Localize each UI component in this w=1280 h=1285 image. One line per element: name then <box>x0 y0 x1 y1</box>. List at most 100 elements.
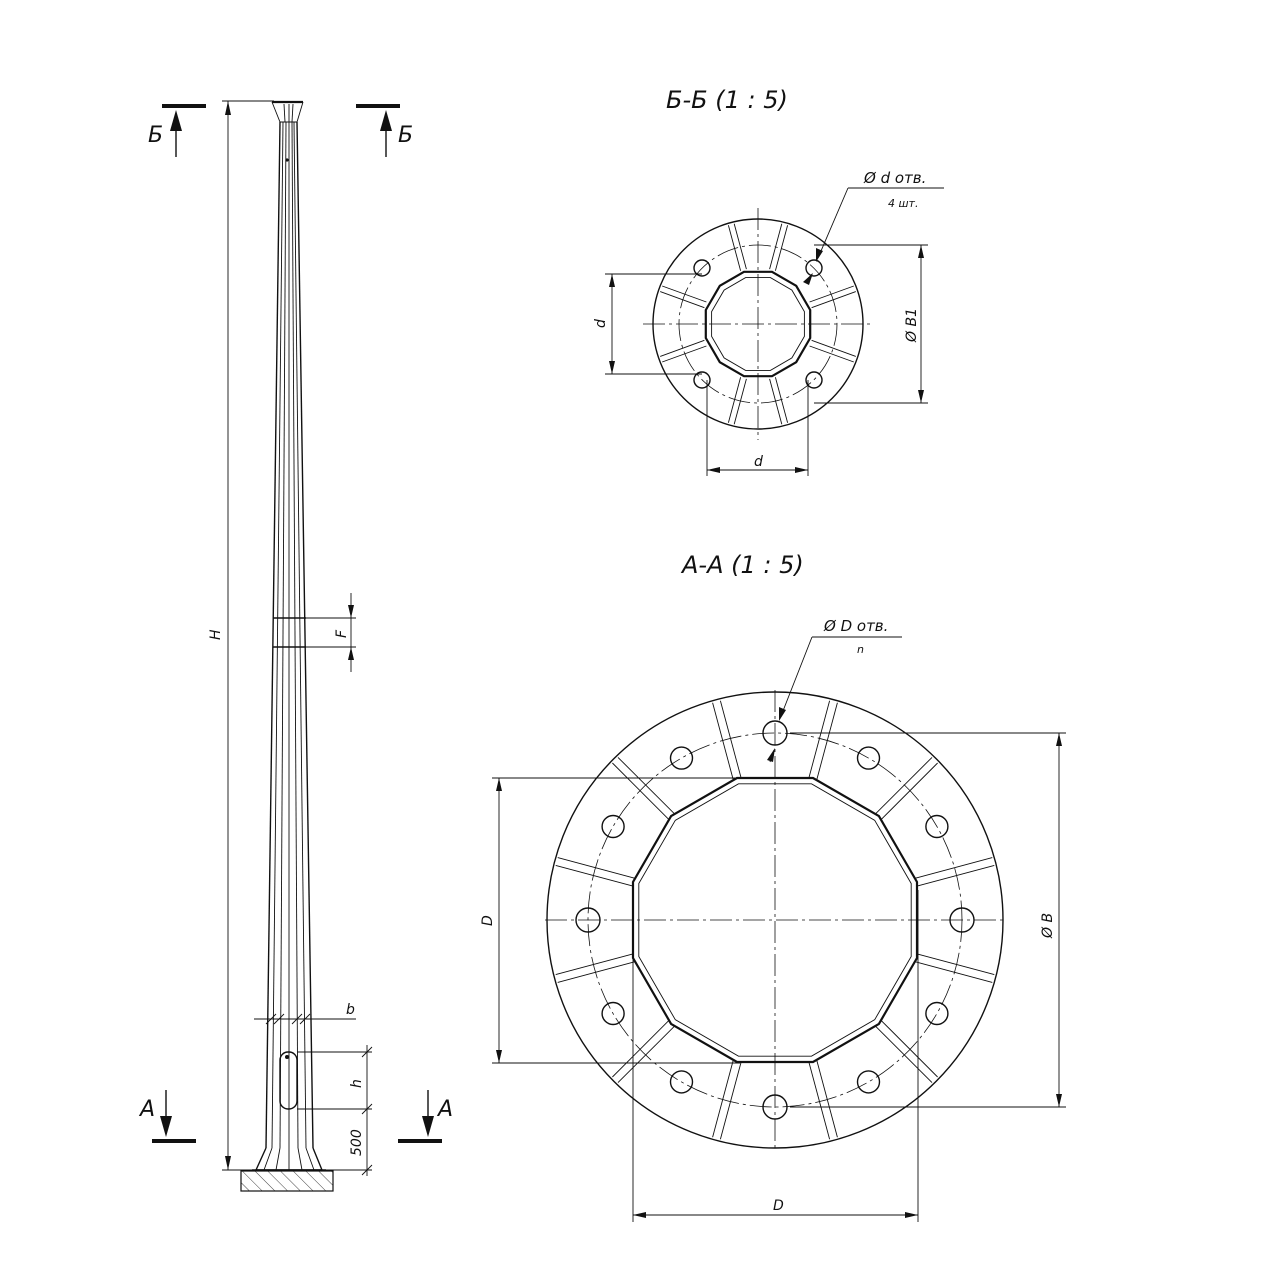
pole-dimensions: H F b h 500 <box>208 100 373 1176</box>
section-a-rib <box>612 1020 670 1078</box>
section-a-rib <box>816 702 838 781</box>
section-b-rib <box>809 285 854 303</box>
section-b-rib <box>733 378 747 425</box>
section-marker-b: Б Б <box>148 104 413 157</box>
section-b-rib <box>769 223 783 270</box>
section-a-tube-inner <box>638 783 912 1057</box>
section-b-rib <box>733 223 747 270</box>
dim-d-h-a-arrow-left <box>633 1212 646 1218</box>
section-b-rib <box>727 225 742 271</box>
section-a-rib <box>916 953 995 976</box>
section-a-rib <box>555 953 634 976</box>
section-b-ribs <box>660 223 856 425</box>
section-a-bolt-hole <box>669 746 694 770</box>
section-b-rib <box>811 291 856 309</box>
section-b-bolt-hole <box>693 371 711 389</box>
section-marker-a: А А <box>138 1090 453 1143</box>
pole-facet-line <box>271 121 284 1149</box>
section-b-rib <box>660 291 705 309</box>
section-a-rib <box>808 700 831 779</box>
section-b-bolt-hole <box>693 259 711 277</box>
section-a-rib <box>916 864 995 887</box>
pole-shaft-left <box>265 121 281 1149</box>
section-a-bolt-hole <box>669 1070 694 1094</box>
hatch-lock <box>285 1055 289 1059</box>
section-a-ribs <box>555 700 995 1140</box>
dim-b-a-label: Ø B <box>1040 913 1056 939</box>
section-a-rib <box>875 1025 933 1083</box>
section-a-title: А-А (1 : 5) <box>680 551 804 579</box>
dim-d-h-a-arrow-right <box>905 1212 918 1218</box>
dim-h-arrow-top <box>225 101 231 115</box>
cut-a-left-arrowhead <box>160 1116 172 1137</box>
section-a-rib <box>555 864 634 887</box>
pole-facet-line <box>293 121 307 1149</box>
leader-large-hole-label: Ø D отв. <box>823 617 888 635</box>
section-a-bolt-hole <box>601 814 625 839</box>
dim-b1-arrow-bottom <box>918 390 924 403</box>
dim-h-hatch-tick <box>361 1046 373 1058</box>
dim-d-v-arrow-bottom <box>609 361 615 374</box>
dim-b-a-arrow-top <box>1056 733 1062 746</box>
section-a-rib <box>617 757 675 815</box>
section-a-bolt-hole <box>856 746 881 770</box>
section-b-tube-outer <box>704 270 812 378</box>
pole-facet-line <box>291 121 299 1149</box>
section-b-bolt-hole <box>805 259 823 277</box>
section-b-bolt-hole <box>805 371 823 389</box>
dim-d-h-arrow-right <box>795 467 808 473</box>
cut-b-right-arrowhead <box>380 110 392 131</box>
section-b-rib <box>660 339 705 357</box>
dim-b-a-arrow-bottom <box>1056 1094 1062 1107</box>
section-a-rib <box>880 762 938 820</box>
section-a-bolt-hole <box>762 720 788 746</box>
pole-base-rib <box>305 1147 315 1171</box>
section-a-rib <box>719 1061 742 1140</box>
section-b-rib <box>809 345 854 363</box>
section-a-bolt-hole <box>925 1001 949 1026</box>
dim-b-tick <box>299 1013 311 1025</box>
dim-d-v-label: d <box>593 319 609 328</box>
section-b-rib <box>662 285 707 303</box>
dim-d-v-a-label: D <box>480 915 496 926</box>
leader-d-hole-arrow <box>816 248 823 262</box>
leader-d-hole-count: 4 шт. <box>888 197 918 210</box>
dim-h-label: H <box>208 629 224 640</box>
section-b-rib <box>727 377 742 423</box>
section-a-rib <box>808 1061 831 1140</box>
dim-f-arrow-bottom <box>348 647 354 660</box>
cut-b-right-label: Б <box>398 123 413 148</box>
section-a-tube <box>631 776 919 1064</box>
leader-d-hole-label: Ø d отв. <box>863 169 926 187</box>
section-a-bolt-hole <box>925 814 949 839</box>
pole-facet-line <box>279 121 287 1149</box>
pole-top-rivet <box>285 158 289 162</box>
dim-d-v-arrow-top <box>609 274 615 287</box>
foundation-block <box>240 1170 334 1192</box>
section-a-rib <box>617 1025 675 1083</box>
section-a-tube-outer <box>631 776 919 1064</box>
section-b-rib <box>811 339 856 357</box>
leader-large-hole-arrow <box>779 707 786 721</box>
cut-a-left-label: А <box>138 1097 155 1122</box>
cut-a-right-label: А <box>436 1097 453 1122</box>
section-a-rib <box>719 700 742 779</box>
dim-500-tick <box>361 1164 373 1176</box>
leader-large-hole-arrow-inner <box>767 748 775 762</box>
leader-large-hole-count: n <box>857 643 864 656</box>
cut-b-left-label: Б <box>148 123 163 148</box>
section-b-rib <box>774 377 789 423</box>
pole-base-rib <box>297 1147 303 1171</box>
section-a-rib <box>914 857 993 879</box>
section-a-rib <box>880 1020 938 1078</box>
section-b-tube <box>704 270 812 378</box>
cut-a-right-arrowhead <box>422 1116 434 1137</box>
dim-d-h-arrow-left <box>707 467 720 473</box>
section-b-rib <box>774 225 789 271</box>
dim-h-hatch-label: h <box>349 1079 365 1088</box>
section-a-bolt-hole <box>949 907 975 933</box>
section-b-rib <box>769 378 783 425</box>
dim-f-label: F <box>334 629 350 638</box>
